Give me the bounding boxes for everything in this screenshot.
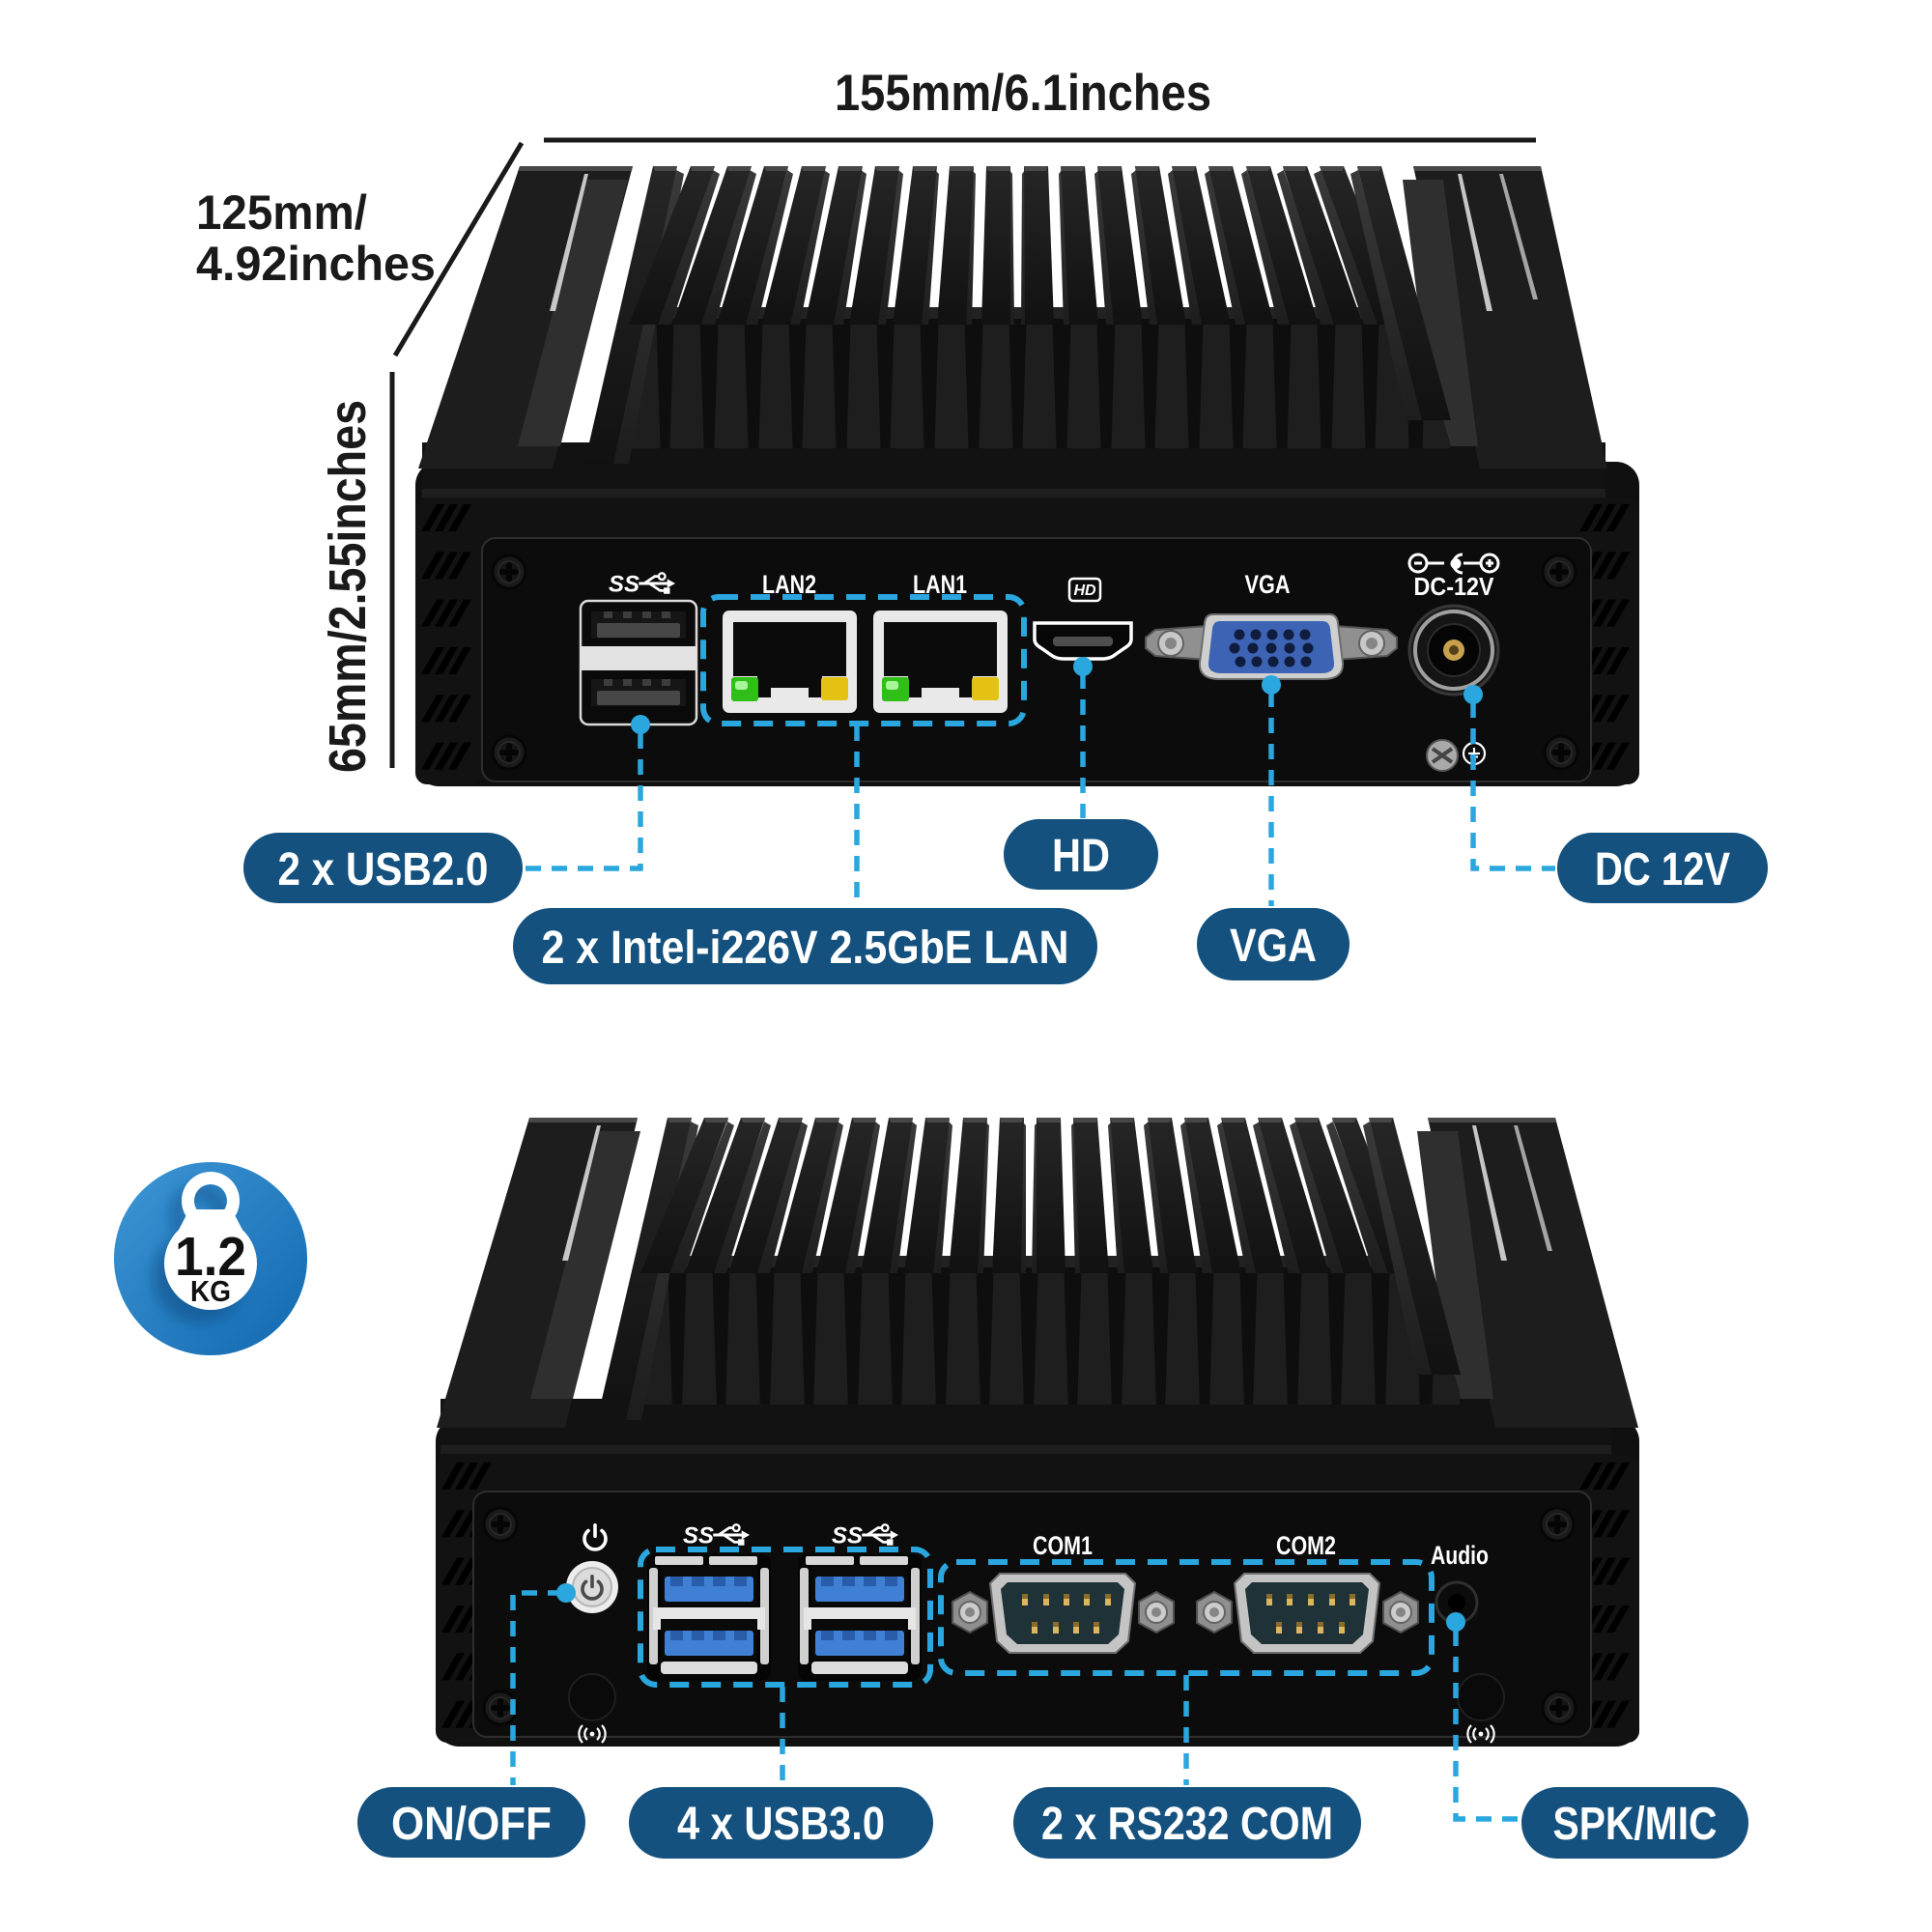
svg-text:HD: HD [1052, 831, 1110, 882]
svg-text:VGA: VGA [1230, 921, 1317, 972]
svg-text:ON/OFF: ON/OFF [391, 1799, 552, 1850]
svg-text:2 x USB2.0: 2 x USB2.0 [278, 844, 489, 895]
svg-text:4.92inches: 4.92inches [196, 237, 436, 291]
svg-text:SPK/MIC: SPK/MIC [1553, 1799, 1718, 1850]
svg-text:125mm/: 125mm/ [196, 185, 367, 240]
svg-text:155mm/6.1inches: 155mm/6.1inches [835, 65, 1211, 122]
svg-text:2 x Intel-i226V 2.5GbE LAN: 2 x Intel-i226V 2.5GbE LAN [542, 923, 1069, 974]
svg-text:HD: HD [1073, 582, 1096, 599]
svg-text:DC-12V: DC-12V [1414, 572, 1495, 601]
svg-text:4 x USB3.0: 4 x USB3.0 [677, 1799, 885, 1850]
svg-text:SS: SS [683, 1522, 714, 1548]
svg-text:DC 12V: DC 12V [1595, 844, 1730, 895]
svg-text:SS: SS [832, 1522, 863, 1548]
svg-text:65mm/2.55inches: 65mm/2.55inches [319, 400, 377, 773]
svg-text:COM2: COM2 [1276, 1531, 1336, 1560]
svg-text:COM1: COM1 [1033, 1531, 1093, 1560]
svg-text:1.2: 1.2 [175, 1226, 246, 1288]
svg-text:VGA: VGA [1245, 570, 1291, 599]
svg-text:Audio: Audio [1431, 1541, 1489, 1570]
svg-text:SS: SS [609, 571, 639, 597]
svg-text:KG: KG [190, 1274, 231, 1308]
svg-text:2 x RS232 COM: 2 x RS232 COM [1041, 1799, 1333, 1850]
